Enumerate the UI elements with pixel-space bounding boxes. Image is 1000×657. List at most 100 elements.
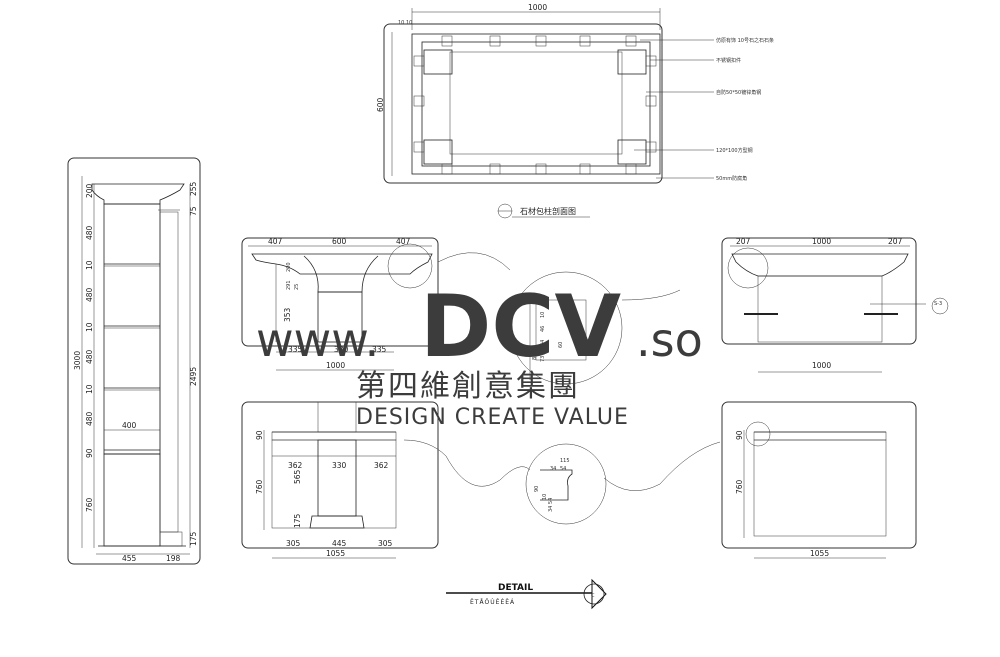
watermark-tagline: DESIGN CREATE VALUE xyxy=(356,405,629,430)
dbl-top-dim-2: 330 xyxy=(332,461,347,470)
detail-title: DETAIL xyxy=(498,583,533,593)
dtl-left-dim-3: 25 xyxy=(294,284,300,290)
plan-callout-3: 自防50*50镀锌角钢 xyxy=(716,89,761,96)
detail-bottom-right: 90 760 1055 xyxy=(721,401,917,559)
elev-bottom-dim-2: 198 xyxy=(166,554,181,563)
dtl-bottom-dim-2: 330 xyxy=(334,345,349,354)
elev-bottom-dim-1: 455 xyxy=(122,554,137,563)
zoom-center-dim-6: 60 xyxy=(558,342,564,348)
dtr-top-dim-3: 207 xyxy=(888,237,903,246)
dbr-left-dim-2: 760 xyxy=(735,479,744,494)
elev-seg-4: 480 xyxy=(85,287,94,302)
elevation-total-dim: 3000 xyxy=(73,351,82,370)
elev-seg-10: 760 xyxy=(85,497,94,512)
zoom-center-circle xyxy=(509,271,623,385)
elev-seg-3: 10 xyxy=(85,260,94,270)
dtr-zoom-circle xyxy=(727,247,769,289)
plan-callout-1: 仿原有饰 10号石之石石条 xyxy=(716,37,774,44)
plan-height-dim: 600 xyxy=(376,97,385,112)
dbl-bottom-dim-2: 445 xyxy=(332,539,347,548)
elev-seg-9: 90 xyxy=(85,448,94,458)
dbr-zoom-circle xyxy=(745,421,771,447)
dtl-left-dim-1: 200 xyxy=(286,262,292,272)
dtl-left-dim-2: 291 xyxy=(286,280,292,290)
dbl-top-dim-1: 362 xyxy=(288,461,303,470)
dbr-bottom-total: 1055 xyxy=(810,549,829,558)
watermark-chinese: 第四維創意集團 xyxy=(356,369,580,404)
plan-small-dim-2: 10 xyxy=(406,20,412,26)
dtl-frame xyxy=(241,237,439,347)
zoom-bottom: 115 34 54 90 10 54 34 xyxy=(403,439,721,525)
elev-seg-8: 480 xyxy=(85,411,94,426)
zoom-center-dim-5: 73 xyxy=(540,356,546,362)
zoom-center: 10 46 54 85 73 60 xyxy=(437,252,681,385)
dbl-bottom-dim-1: 305 xyxy=(286,539,301,548)
dtl-bottom-dim-1: 335 xyxy=(288,345,303,354)
detail-top-right: 207 1000 207 S-3 1000 xyxy=(721,237,949,373)
detail-subtitle: ÊTÅÖÙÊÉÊÁ xyxy=(470,598,515,606)
dtl-left-dim-4: 353 xyxy=(283,307,292,322)
dtl-zoom-circle xyxy=(387,243,433,289)
elev-right-bottom: 175 xyxy=(189,531,198,546)
dbl-top-dim-3: 362 xyxy=(374,461,389,470)
detail-tag-circle xyxy=(583,583,605,605)
zoom-bottom-dim-7: 34 xyxy=(548,506,554,512)
watermark-url-suffix: .so xyxy=(636,313,703,367)
plan-width-dim: 1000 xyxy=(528,3,547,12)
dtr-top-dim-1: 207 xyxy=(736,237,751,246)
elev-seg-1: 200 xyxy=(85,183,94,198)
watermark: www. DCV .so 第四維創意集團 DESIGN CREATE VALUE xyxy=(256,277,703,430)
zoom-bottom-dim-4: 90 xyxy=(534,486,540,492)
detail-label: DETAIL ÊTÅÖÙÊÉÊÁ C xyxy=(446,578,607,610)
column-elevation: 3000 200 480 10 480 10 480 10 480 90 760… xyxy=(67,157,201,565)
elev-right-total: 2495 xyxy=(189,367,198,386)
elev-seg-6: 480 xyxy=(85,349,94,364)
zoom-bottom-dim-2: 34 xyxy=(550,466,556,472)
elev-seg-2: 480 xyxy=(85,225,94,240)
zoom-center-dim-3: 54 xyxy=(540,340,546,346)
dbl-left-dim-4: 175 xyxy=(293,513,302,528)
elev-right-top-2: 75 xyxy=(189,206,198,216)
dtr-frame xyxy=(721,237,917,345)
plan-small-dim-1: 10 xyxy=(398,20,404,26)
watermark-url-prefix: www. xyxy=(256,313,379,367)
zoom-center-dim-4: 85 xyxy=(532,354,538,360)
plan-title: 石材包柱剖面图 xyxy=(520,206,576,216)
dtl-top-dim-1: 407 xyxy=(268,237,283,246)
plan-callout-4: 120*100方型钢 xyxy=(716,147,753,154)
zoom-center-dim-1: 10 xyxy=(540,312,546,318)
dtr-top-dim-2: 1000 xyxy=(812,237,831,246)
dtl-top-dim-2: 600 xyxy=(332,237,347,246)
dtr-section-tag: S-3 xyxy=(934,301,942,307)
zoom-bottom-dim-5: 10 xyxy=(542,494,548,500)
dtl-bottom-total: 1000 xyxy=(326,361,345,370)
dbl-bottom-dim-3: 305 xyxy=(378,539,393,548)
elev-right-top-1: 255 xyxy=(189,181,198,196)
dbl-left-dim-1: 90 xyxy=(255,430,264,440)
detail-tag: C xyxy=(591,593,595,599)
zoom-bottom-circle xyxy=(525,443,607,525)
detail-top-left: 407 600 407 200 291 25 353 335 330 335 1… xyxy=(241,237,439,371)
elevation-frame xyxy=(67,157,201,565)
dtl-bottom-dim-3: 335 xyxy=(372,345,387,354)
dtl-top-dim-3: 407 xyxy=(396,237,411,246)
zoom-bottom-dim-3: 54 xyxy=(560,466,566,472)
dbl-left-dim-2: 760 xyxy=(255,479,264,494)
dbl-left-dim-3: 565 xyxy=(293,469,302,484)
zoom-center-dim-2: 46 xyxy=(540,326,546,332)
detail-bottom-left: 362 330 362 90 760 565 175 305 445 305 1… xyxy=(241,401,439,559)
zoom-bottom-dim-1: 115 xyxy=(560,458,570,464)
watermark-brand: DCV xyxy=(420,277,622,377)
elev-shaft-width: 400 xyxy=(122,421,137,430)
plan-callout-5: 50mm防腐角 xyxy=(716,175,747,182)
plan-frame xyxy=(383,23,663,184)
elev-seg-7: 10 xyxy=(85,384,94,394)
dtr-bottom-total: 1000 xyxy=(812,361,831,370)
plan-callout-2: 不锈钢扣件 xyxy=(716,57,741,64)
zoom-bottom-dim-6: 54 xyxy=(548,498,554,504)
dbr-left-dim-1: 90 xyxy=(735,430,744,440)
dbr-frame xyxy=(721,401,917,549)
dbl-bottom-total: 1055 xyxy=(326,549,345,558)
section-plan: 1000 10 10 600 xyxy=(376,3,774,219)
